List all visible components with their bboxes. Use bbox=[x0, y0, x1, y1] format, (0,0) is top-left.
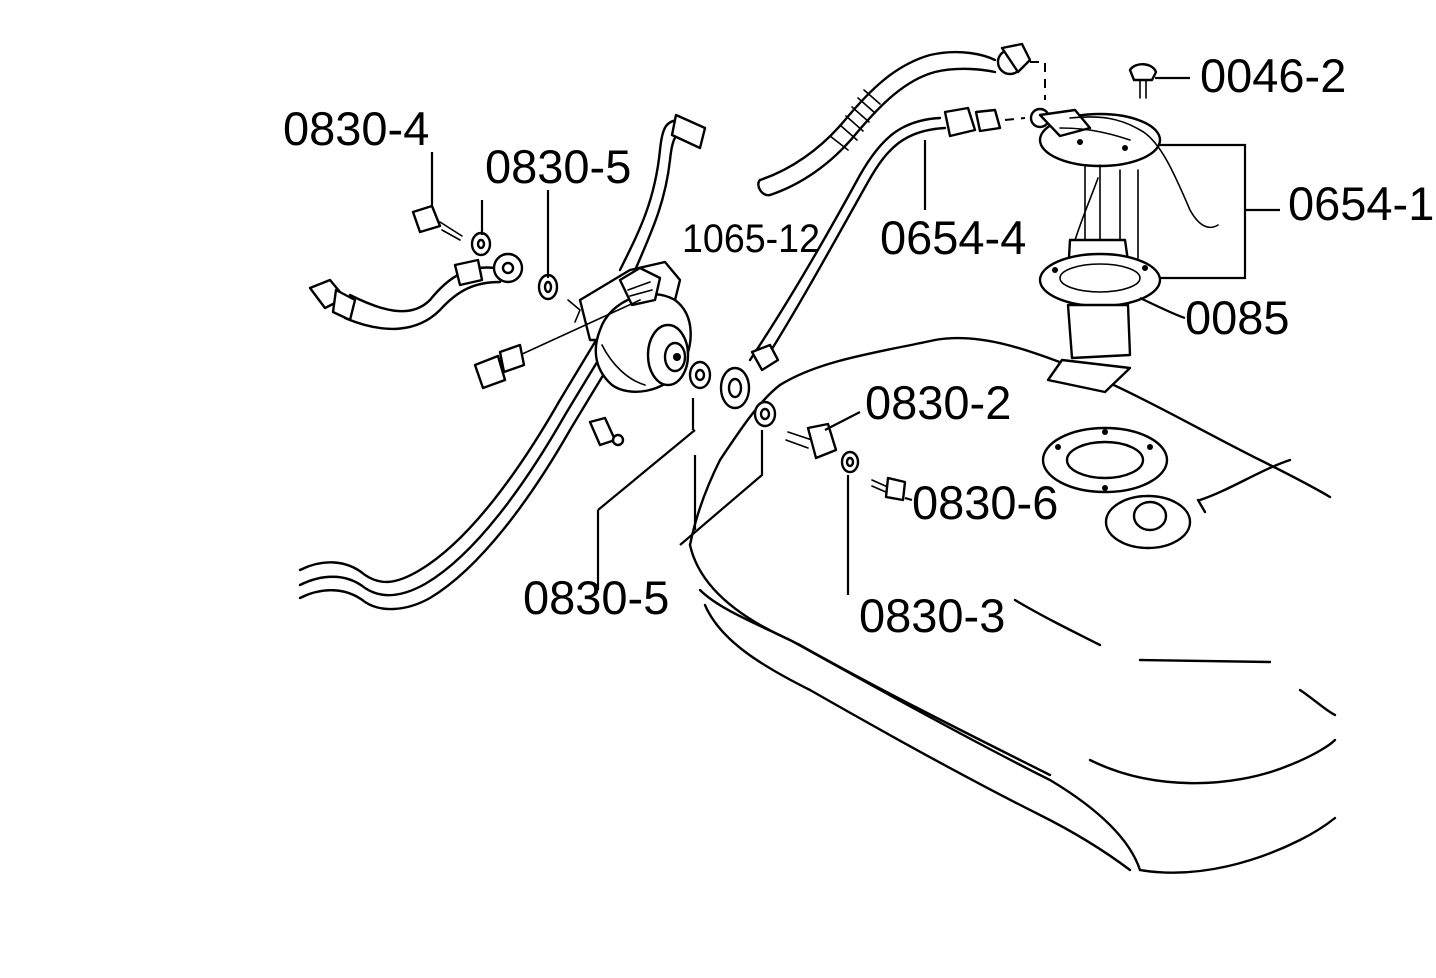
vent-hose bbox=[757, 42, 1046, 197]
fuel-filter bbox=[473, 260, 692, 447]
label-0830-6: 0830-6 bbox=[912, 476, 1058, 529]
label-0654-4: 0654-4 bbox=[880, 211, 1026, 264]
fuel-tank bbox=[688, 336, 1337, 874]
label-0830-4: 0830-4 bbox=[283, 102, 429, 155]
label-0830-5-bottom: 0830-5 bbox=[523, 571, 669, 624]
label-0830-5-top: 0830-5 bbox=[485, 140, 631, 193]
fuel-pump-assembly bbox=[1038, 63, 1219, 360]
label-0654-1: 0654-1 bbox=[1288, 177, 1434, 230]
leader-lines bbox=[430, 76, 1280, 595]
label-0830-3: 0830-3 bbox=[859, 589, 1005, 642]
label-0046-2: 0046-2 bbox=[1200, 49, 1346, 102]
fuel-hose-0654-4 bbox=[719, 106, 1051, 410]
part-labels: 0830-4 0830-5 1065-12 0654-4 0046-2 0654… bbox=[283, 49, 1434, 642]
tank-gasket bbox=[1041, 426, 1169, 494]
label-0085: 0085 bbox=[1185, 291, 1290, 344]
label-0830-2: 0830-2 bbox=[865, 376, 1011, 429]
label-1065-12: 1065-12 bbox=[682, 217, 820, 261]
center-fasteners bbox=[688, 360, 907, 502]
left-fuel-hose bbox=[308, 204, 559, 331]
pump-cover-plate bbox=[1104, 494, 1192, 550]
